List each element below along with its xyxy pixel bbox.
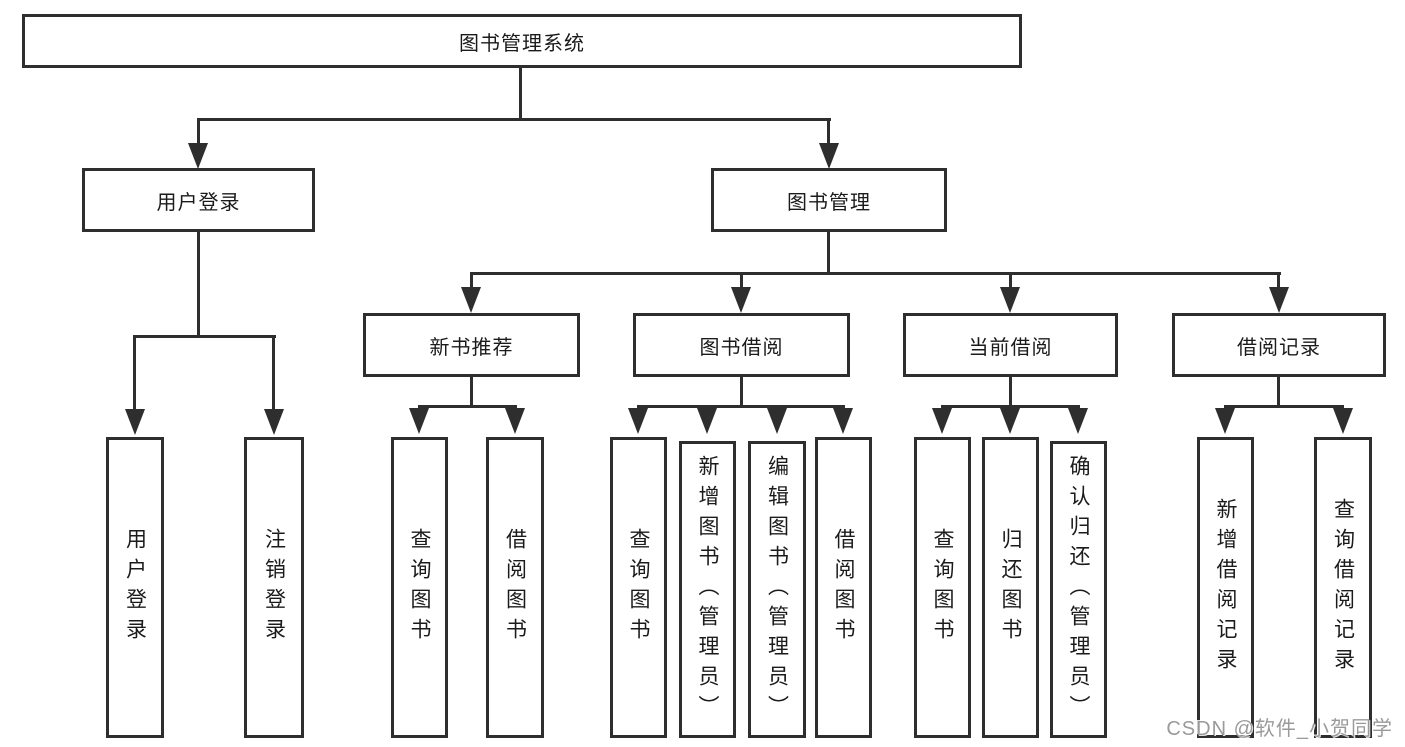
node-borrow-record: 借阅记录: [1172, 313, 1386, 377]
arrow-down-icon: [628, 408, 648, 434]
leaf-record-query-label: 查询借阅记录: [1331, 497, 1355, 678]
leaf-record-add-label: 新增借阅记录: [1214, 497, 1237, 678]
connector-line: [740, 272, 743, 290]
connector-line: [197, 118, 200, 148]
connector-line: [740, 377, 743, 407]
node-new-book-recommend: 新书推荐: [363, 313, 580, 377]
arrow-down-icon: [697, 408, 717, 434]
node-borrow-record-label: 借阅记录: [1237, 336, 1321, 359]
node-current-borrow: 当前借阅: [903, 313, 1118, 377]
leaf-user-login-label: 用户登录: [123, 527, 147, 648]
arrow-down-icon: [731, 287, 751, 313]
connector-line: [519, 68, 522, 118]
node-new-book-recommend-label: 新书推荐: [429, 336, 514, 359]
leaf-borrow-query-book: 查询图书: [610, 437, 667, 738]
leaf-recommend-query-book-label: 查询图书: [408, 527, 431, 648]
leaf-borrow-add-book-label: 新增图书（管理员）: [696, 454, 719, 725]
leaf-borrow-edit-book: 编辑图书（管理员）: [748, 441, 806, 738]
connector-line: [637, 405, 845, 408]
arrow-down-icon: [188, 143, 208, 169]
connector-line: [827, 118, 830, 148]
leaf-borrow-borrow-book-label: 借阅图书: [832, 527, 855, 648]
node-current-borrow-label: 当前借阅: [968, 336, 1053, 359]
connector-line: [133, 335, 276, 338]
connector-line: [1277, 272, 1280, 290]
arrow-down-icon: [1333, 408, 1353, 434]
arrow-down-icon: [125, 409, 145, 435]
leaf-logout-label: 注销登录: [262, 527, 286, 648]
arrow-down-icon: [264, 409, 284, 435]
node-root-label: 图书管理系统: [459, 32, 585, 55]
arrow-down-icon: [932, 408, 952, 434]
arrow-down-icon: [767, 408, 787, 434]
leaf-recommend-borrow-book-label: 借阅图书: [503, 527, 527, 648]
connector-line: [1009, 377, 1012, 407]
connector-line: [197, 118, 831, 121]
arrow-down-icon: [409, 408, 429, 434]
arrow-down-icon: [833, 408, 853, 434]
connector-line: [272, 335, 275, 412]
node-book-borrow: 图书借阅: [633, 313, 850, 377]
connector-line: [941, 405, 1080, 408]
connector-line: [133, 335, 136, 412]
leaf-user-login: 用户登录: [106, 437, 164, 738]
leaf-record-query: 查询借阅记录: [1314, 437, 1372, 738]
arrow-down-icon: [1000, 408, 1020, 434]
arrow-down-icon: [819, 143, 839, 169]
arrow-down-icon: [1000, 287, 1020, 313]
arrow-down-icon: [1068, 408, 1088, 434]
connector-line: [470, 272, 473, 290]
arrow-down-icon: [1215, 408, 1235, 434]
leaf-current-query-book-label: 查询图书: [931, 527, 954, 648]
connector-line: [470, 377, 473, 407]
leaf-borrow-query-book-label: 查询图书: [627, 527, 650, 648]
leaf-borrow-edit-book-label: 编辑图书（管理员）: [765, 454, 789, 725]
leaf-recommend-query-book: 查询图书: [391, 437, 448, 738]
node-book-management: 图书管理: [711, 168, 947, 232]
node-user-login-label: 用户登录: [156, 191, 241, 214]
arrow-down-icon: [505, 408, 525, 434]
leaf-current-query-book: 查询图书: [914, 437, 971, 738]
leaf-logout: 注销登录: [244, 437, 304, 738]
leaf-current-confirm-return: 确认归还（管理员）: [1050, 441, 1107, 738]
connector-line: [827, 232, 830, 274]
leaf-record-add: 新增借阅记录: [1197, 437, 1254, 738]
leaf-borrow-borrow-book: 借阅图书: [815, 437, 872, 738]
connector-line: [470, 272, 1281, 275]
connector-line: [1224, 405, 1344, 408]
connector-line: [418, 405, 517, 408]
node-book-borrow-label: 图书借阅: [699, 336, 784, 359]
arrow-down-icon: [461, 287, 481, 313]
leaf-current-return-book: 归还图书: [982, 437, 1039, 738]
leaf-current-return-book-label: 归还图书: [999, 527, 1022, 648]
leaf-recommend-borrow-book: 借阅图书: [486, 437, 544, 738]
connector-line: [197, 232, 200, 335]
leaf-borrow-add-book: 新增图书（管理员）: [679, 441, 736, 738]
leaf-current-confirm-return-label: 确认归还（管理员）: [1067, 454, 1090, 725]
node-book-management-label: 图书管理: [787, 191, 871, 214]
node-root: 图书管理系统: [22, 14, 1022, 68]
connector-line: [1009, 272, 1012, 290]
connector-line: [1277, 377, 1280, 407]
node-user-login: 用户登录: [82, 168, 315, 232]
arrow-down-icon: [1269, 287, 1289, 313]
